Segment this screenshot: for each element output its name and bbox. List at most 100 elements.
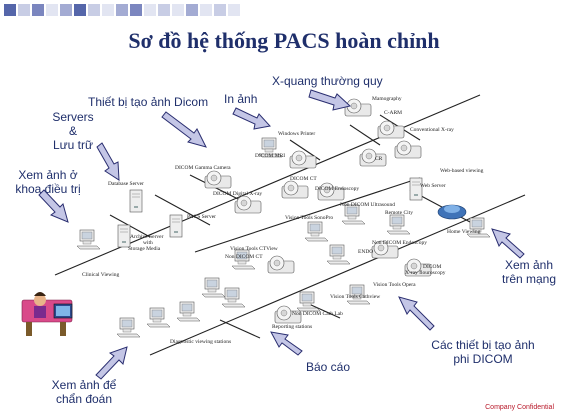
label-c-arm: C-ARM xyxy=(384,110,402,116)
arrow-xray xyxy=(308,89,352,111)
decor-square xyxy=(4,4,16,16)
label-home-viewing: Home Viewing xyxy=(447,229,481,235)
callout-view-web-line2: trên mạng xyxy=(501,272,557,286)
callout-diagnose-line2: chẩn đoán xyxy=(55,392,113,406)
clinical-viewing-icon xyxy=(76,229,101,250)
remote-city-icon xyxy=(386,214,411,235)
decor-square xyxy=(214,4,226,16)
label-archive-server-with: with xyxy=(143,240,153,246)
reporting-station-icon xyxy=(201,277,226,298)
decor-square xyxy=(60,4,72,16)
decor-square xyxy=(172,4,184,16)
label-database-server: Database Server xyxy=(108,181,144,187)
dicom-gamma-camera-icon xyxy=(204,170,232,189)
label-pacs-server: PACS Server xyxy=(187,214,216,220)
callout-non-dicom-line1: Các thiết bị tạo ảnh xyxy=(431,338,535,352)
decor-square xyxy=(228,4,240,16)
callout-view-web: Xem ảnh trên mạng xyxy=(494,258,564,286)
label-web-based-viewing: Web-based viewing xyxy=(440,168,484,174)
decor-square xyxy=(32,4,44,16)
label-dicom-mri: DICOM MRI xyxy=(255,153,285,159)
network-backbone-middle xyxy=(194,177,421,253)
database-server-icon xyxy=(129,189,143,213)
dicom-ct-icon xyxy=(281,180,309,199)
endo-icon xyxy=(326,244,351,265)
label-vision-tools-cathview: Vision Tools Cathview xyxy=(330,294,380,300)
network-backbone-lower xyxy=(149,194,526,356)
callout-diagnose: Xem ảnh để chẩn đoán xyxy=(44,378,124,406)
decor-square xyxy=(116,4,128,16)
label-non-dicom-ct: Non DICOM CT xyxy=(225,254,263,260)
decor-square xyxy=(144,4,156,16)
device-labels: Mamography C-ARM Conventional X-ray Wind… xyxy=(82,96,484,345)
callout-non-dicom: Các thiết bị tạo ảnh phi DICOM xyxy=(418,338,548,366)
callout-servers: Servers & Lưu trữ xyxy=(48,110,98,152)
decor-square xyxy=(46,4,58,16)
arrow-non-dicom xyxy=(398,296,435,331)
label-dicom-ct: DICOM CT xyxy=(290,176,317,182)
dicom-mri-icon xyxy=(289,150,317,169)
callout-view-department: Xem ảnh ở khoa điều trị xyxy=(8,168,88,196)
callout-view-dept-line1: Xem ảnh ở xyxy=(18,168,78,182)
mamography-icon xyxy=(344,98,372,117)
callout-dicom-imaging: Thiết bị tạo ảnh Dicom xyxy=(88,95,209,109)
network-link xyxy=(154,194,211,226)
callout-servers-line3: Lưu trữ xyxy=(52,138,94,152)
dicom-digital-xray-icon xyxy=(234,195,262,214)
decor-square xyxy=(74,4,86,16)
callout-view-dept-line2: khoa điều trị xyxy=(15,182,81,196)
decor-square xyxy=(200,4,212,16)
label-xray-flouroscopy: X-ray flouroscopy xyxy=(405,269,446,276)
label-mamography: Mamography xyxy=(372,96,402,102)
arrow-servers xyxy=(96,142,120,181)
pacs-server-icon xyxy=(169,214,183,238)
label-archive-server: Archive Server xyxy=(130,234,164,240)
callout-print: In ảnh xyxy=(224,92,258,106)
label-clinical-viewing: Clinical Viewing xyxy=(82,272,120,278)
label-endo: ENDO xyxy=(358,249,373,255)
callout-servers-line2: & xyxy=(68,124,77,138)
network-link xyxy=(219,319,261,339)
callout-report: Báo cáo xyxy=(306,360,351,374)
slide-title: Sơ đồ hệ thống PACS hoàn chỉnh xyxy=(128,28,440,53)
decor-square xyxy=(18,4,30,16)
arrow-view-dept xyxy=(38,189,69,223)
label-remote-city: Remote City xyxy=(385,210,413,216)
footer-confidential: Company Confidential xyxy=(485,404,554,411)
web-globe-icon xyxy=(437,204,467,220)
label-non-dicom-endoscopy: Non DICOM Endoscopy xyxy=(372,240,427,246)
label-dicom-endoscopy: DICOM Endoscopy xyxy=(315,186,359,192)
label-web-server: Web Server xyxy=(420,183,446,189)
conventional-xray-icon xyxy=(394,140,422,159)
web-server-icon xyxy=(409,177,423,201)
c-arm-icon xyxy=(377,120,405,139)
label-dicom-gamma-camera: DICOM Gamma Camera xyxy=(175,165,231,171)
callout-arrows xyxy=(38,89,525,380)
arrow-diagnose xyxy=(95,346,128,380)
vision-tools-sonopro-icon xyxy=(304,221,329,242)
label-reporting-stations: Reporting stations xyxy=(272,324,312,330)
callout-non-dicom-line2: phi DICOM xyxy=(453,352,513,366)
label-dicom-xray-flouroscopy: DICOM xyxy=(423,264,441,270)
label-vision-tools-opera: Vision Tools Opera xyxy=(373,282,416,288)
person-at-desk-icon xyxy=(21,292,73,336)
decor-square xyxy=(158,4,170,16)
decor-square xyxy=(186,4,198,16)
diagnostic-station-icon xyxy=(146,307,171,328)
label-cr: CR xyxy=(375,156,383,162)
callout-diagnose-line1: Xem ảnh để xyxy=(51,378,117,392)
decor-square xyxy=(88,4,100,16)
arrow-print xyxy=(232,107,271,130)
network-link xyxy=(349,124,381,146)
diagnostic-station-icon xyxy=(116,317,141,338)
archive-server-icon xyxy=(117,224,131,248)
arrow-view-web xyxy=(491,228,525,259)
header-decoration xyxy=(0,0,568,20)
label-vision-tools-sonopro: Vision Tools SonoPro xyxy=(285,215,333,221)
label-non-dicom-ultrasound: Non DICOM Ultrasound xyxy=(340,202,395,208)
label-dicom-digital-xray: DICOM Digital X-ray xyxy=(213,191,262,197)
label-diagnostic-viewing-stations: Diagnostic viewing stations xyxy=(170,339,231,345)
arrow-dicom xyxy=(161,111,207,148)
callout-servers-line1: Servers xyxy=(52,110,94,124)
